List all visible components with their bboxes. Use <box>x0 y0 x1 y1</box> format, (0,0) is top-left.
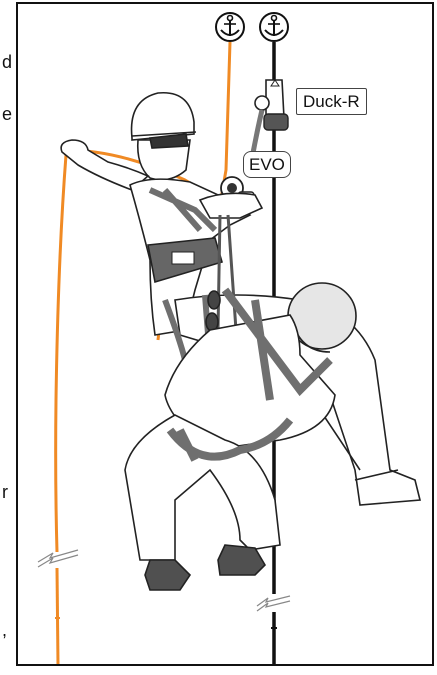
edge-text-fragment: r <box>2 482 8 503</box>
edge-text-fragment: , <box>2 620 7 641</box>
edge-text-fragment: d <box>2 52 12 73</box>
evo-label: EVO <box>243 151 291 178</box>
anchor-icon-left <box>216 13 244 41</box>
edge-text-fragment: e <box>2 104 12 125</box>
anchor-icon-right <box>260 13 288 41</box>
duck-r-label: Duck-R <box>296 88 367 115</box>
rescue-rope-left <box>38 155 78 665</box>
